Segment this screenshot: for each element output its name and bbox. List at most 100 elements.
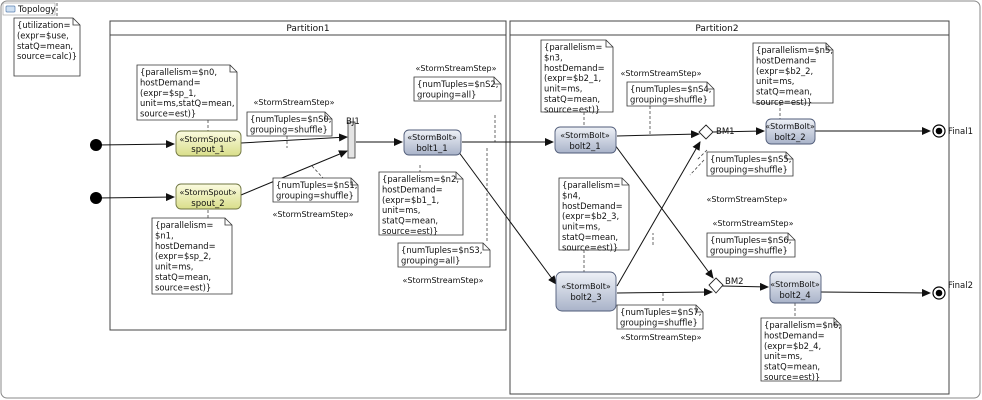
note-connectors	[56, 3, 796, 318]
edge-bolt1_1-bolt2_3	[457, 150, 557, 285]
step-s4-note-line: {numTuples=$nS4,	[630, 84, 711, 94]
bolt2-3-note-line: (expr=$b2_3,	[562, 211, 619, 221]
final-node-2-label: Final2	[948, 281, 973, 291]
step-s2-note-line: grouping=all}	[417, 89, 476, 99]
spout-2-note-line: $n1,	[155, 230, 174, 240]
step-s57-note-line: grouping=shuffle}	[620, 317, 698, 327]
spout-2-note-line: statQ=mean,	[155, 272, 211, 282]
bolt2-3-node[interactable]: «StormBolt» bolt2_3	[555, 271, 617, 312]
topology-note-line: {utilization=	[17, 20, 71, 30]
merge-bm1-label: BM1	[716, 127, 735, 137]
spout-1-note-line: source=est)}	[140, 109, 196, 119]
merge-bm1[interactable]: BM1	[698, 124, 735, 140]
bolt2-3-note-line: {parallelism=	[562, 180, 620, 190]
step-s55-note[interactable]: {numTuples=$nS5,grouping=shuffle}	[706, 151, 794, 177]
bolt1-1-note[interactable]: {parallelism=$n2,hostDemand=(expr=$b1_1,…	[378, 171, 464, 236]
topology-note-line: statQ=mean,	[17, 41, 73, 51]
spout-1-note-line: (expr=$sp_1,	[140, 88, 196, 98]
topology-tab[interactable]: Topology	[2, 2, 56, 16]
bolt2-3-note-line: hostDemand=	[562, 201, 623, 211]
annotation-notes: {utilization=(expr=$use,statQ=mean,sourc…	[13, 17, 842, 382]
step-s1-note[interactable]: {numTuples=$nS1,grouping=shuffle}	[272, 177, 359, 203]
initial-node-1[interactable]	[90, 139, 102, 151]
spout-2-label: spout_2	[191, 199, 224, 209]
partition-2-label: Partition2	[695, 24, 738, 34]
bolt2-1-note-line: $n3,	[544, 52, 563, 62]
step-s56-note-line: grouping=shuffle}	[710, 245, 788, 255]
spout-2-note-line: source=est)}	[155, 282, 211, 292]
join-bj1-label: BJ1	[346, 117, 360, 127]
step-label-s57: «StormStreamStep»	[621, 333, 702, 342]
edge-bolt2_1-bm2	[614, 144, 714, 279]
step-s55-note-line: {numTuples=$nS5,	[710, 154, 791, 164]
step-s0-note[interactable]: {numTuples=$nS0,grouping=shuffle}	[246, 111, 333, 137]
edge-bolt2_3-bm1	[616, 141, 701, 287]
step-s1-note-line: grouping=shuffle}	[276, 190, 354, 200]
spout-2-note[interactable]: {parallelism=$n1,hostDemand=(expr=$sp_2,…	[151, 217, 233, 295]
bolt2-1-stereotype: «StormBolt»	[560, 131, 610, 140]
bolt2-2-note-line: (expr=$b2_2,	[756, 66, 813, 76]
step-s4-note-line: grouping=shuffle}	[630, 94, 708, 104]
bolt1-1-note-line: (expr=$b1_1,	[382, 195, 439, 205]
step-s3-note[interactable]: {numTuples=$nS3,grouping=all}	[397, 242, 491, 268]
bolt2-3-note[interactable]: {parallelism=$n4,hostDemand=(expr=$b2_3,…	[558, 177, 630, 252]
bolt2-4-note[interactable]: {parallelism=$n6,hostDemand=(expr=$b2_4,…	[760, 317, 842, 382]
topology-tab-label: Topology	[17, 5, 56, 15]
topology-icon	[5, 5, 16, 13]
join-bj1[interactable]: BJ1	[346, 117, 360, 159]
edge-bolt2_4-final2	[820, 288, 931, 297]
bolt2-3-stereotype: «StormBolt»	[561, 282, 611, 291]
bolt2-2-node[interactable]: «StormBolt» bolt2_2	[765, 118, 816, 145]
final-node-1[interactable]: Final1	[932, 124, 973, 138]
spout-1-note-line: unit=ms,statQ=mean,	[140, 98, 235, 108]
bolt2-3-note-line: unit=ms,	[562, 222, 600, 232]
step-label-s1: «StormStreamStep»	[273, 210, 354, 219]
bolt1-1-label: bolt1_1	[416, 144, 447, 154]
edge-spout1-bj1	[240, 133, 348, 144]
step-s56-note[interactable]: {numTuples=$nS6,grouping=shuffle}	[706, 232, 796, 258]
spout-1-stereotype: «StormSpout»	[179, 135, 236, 144]
partition-2: Partition2	[509, 20, 950, 395]
spout-1-node[interactable]: «StormSpout» spout_1	[175, 130, 242, 157]
bolt1-1-note-line: hostDemand=	[382, 184, 443, 194]
step-label-s0: «StormStreamStep»	[254, 98, 335, 107]
step-s1-note-line: {numTuples=$nS1,	[276, 180, 357, 190]
step-label-s3: «StormStreamStep»	[403, 276, 484, 285]
topology-note[interactable]: {utilization=(expr=$use,statQ=mean,sourc…	[13, 17, 81, 77]
step-s0-note-line: grouping=shuffle}	[250, 124, 328, 134]
step-stereotype-labels: «StormStreamStep» «StormStreamStep» «Sto…	[254, 64, 794, 342]
bolt2-1-label: bolt2_1	[569, 142, 600, 152]
bolt2-2-note-line: hostDemand=	[756, 55, 817, 65]
step-s3-note-line: {numTuples=$nS3,	[401, 245, 482, 255]
bolt2-2-note-line: source=est)}	[756, 97, 812, 107]
bolt2-4-node[interactable]: «StormBolt» bolt2_4	[769, 271, 822, 304]
initial-node-2[interactable]	[90, 192, 102, 204]
spout-2-node[interactable]: «StormSpout» spout_2	[175, 183, 242, 210]
step-s4-note[interactable]: {numTuples=$nS4,grouping=shuffle}	[626, 81, 715, 107]
bolt2-1-note[interactable]: {parallelism=$n3,hostDemand=(expr=$b2_1,…	[540, 39, 614, 114]
bolt2-1-note-line: statQ=mean,	[544, 94, 600, 104]
bolt2-3-note-line: $n4,	[562, 190, 581, 200]
step-s2-note[interactable]: {numTuples=$nS2,grouping=all}	[413, 76, 502, 102]
spout-1-note-line: hostDemand=	[140, 77, 201, 87]
bolt2-3-label: bolt2_3	[570, 293, 601, 303]
edge-bolt2_3-bm2	[616, 288, 713, 297]
step-s3-note-line: grouping=all}	[401, 255, 460, 265]
bolt2-4-stereotype: «StormBolt»	[770, 280, 820, 289]
merge-bm2-label: BM2	[725, 277, 744, 287]
bolt2-1-node[interactable]: «StormBolt» bolt2_1	[554, 126, 617, 154]
spout-1-note-line: {parallelism=$n0,	[140, 67, 217, 77]
merge-bm2[interactable]: BM2	[708, 277, 744, 294]
spout-1-note[interactable]: {parallelism=$n0,hostDemand=(expr=$sp_1,…	[136, 64, 238, 121]
partition-1: Partition1	[109, 20, 507, 331]
bolt2-4-note-line: source=est)}	[764, 372, 820, 382]
spout-1-label: spout_1	[191, 145, 224, 155]
spout-2-note-line: {parallelism=	[155, 220, 213, 230]
step-s57-note[interactable]: {numTuples=$nS7,grouping=shuffle}	[616, 304, 704, 330]
bolt1-1-node[interactable]: «StormBolt» bolt1_1	[403, 129, 462, 156]
edge-bm2-bolt2_4	[721, 282, 769, 291]
bolt2-2-note[interactable]: {parallelism=$n5,hostDemand=(expr=$b2_2,…	[752, 42, 834, 107]
final-node-2[interactable]: Final2	[932, 281, 973, 300]
